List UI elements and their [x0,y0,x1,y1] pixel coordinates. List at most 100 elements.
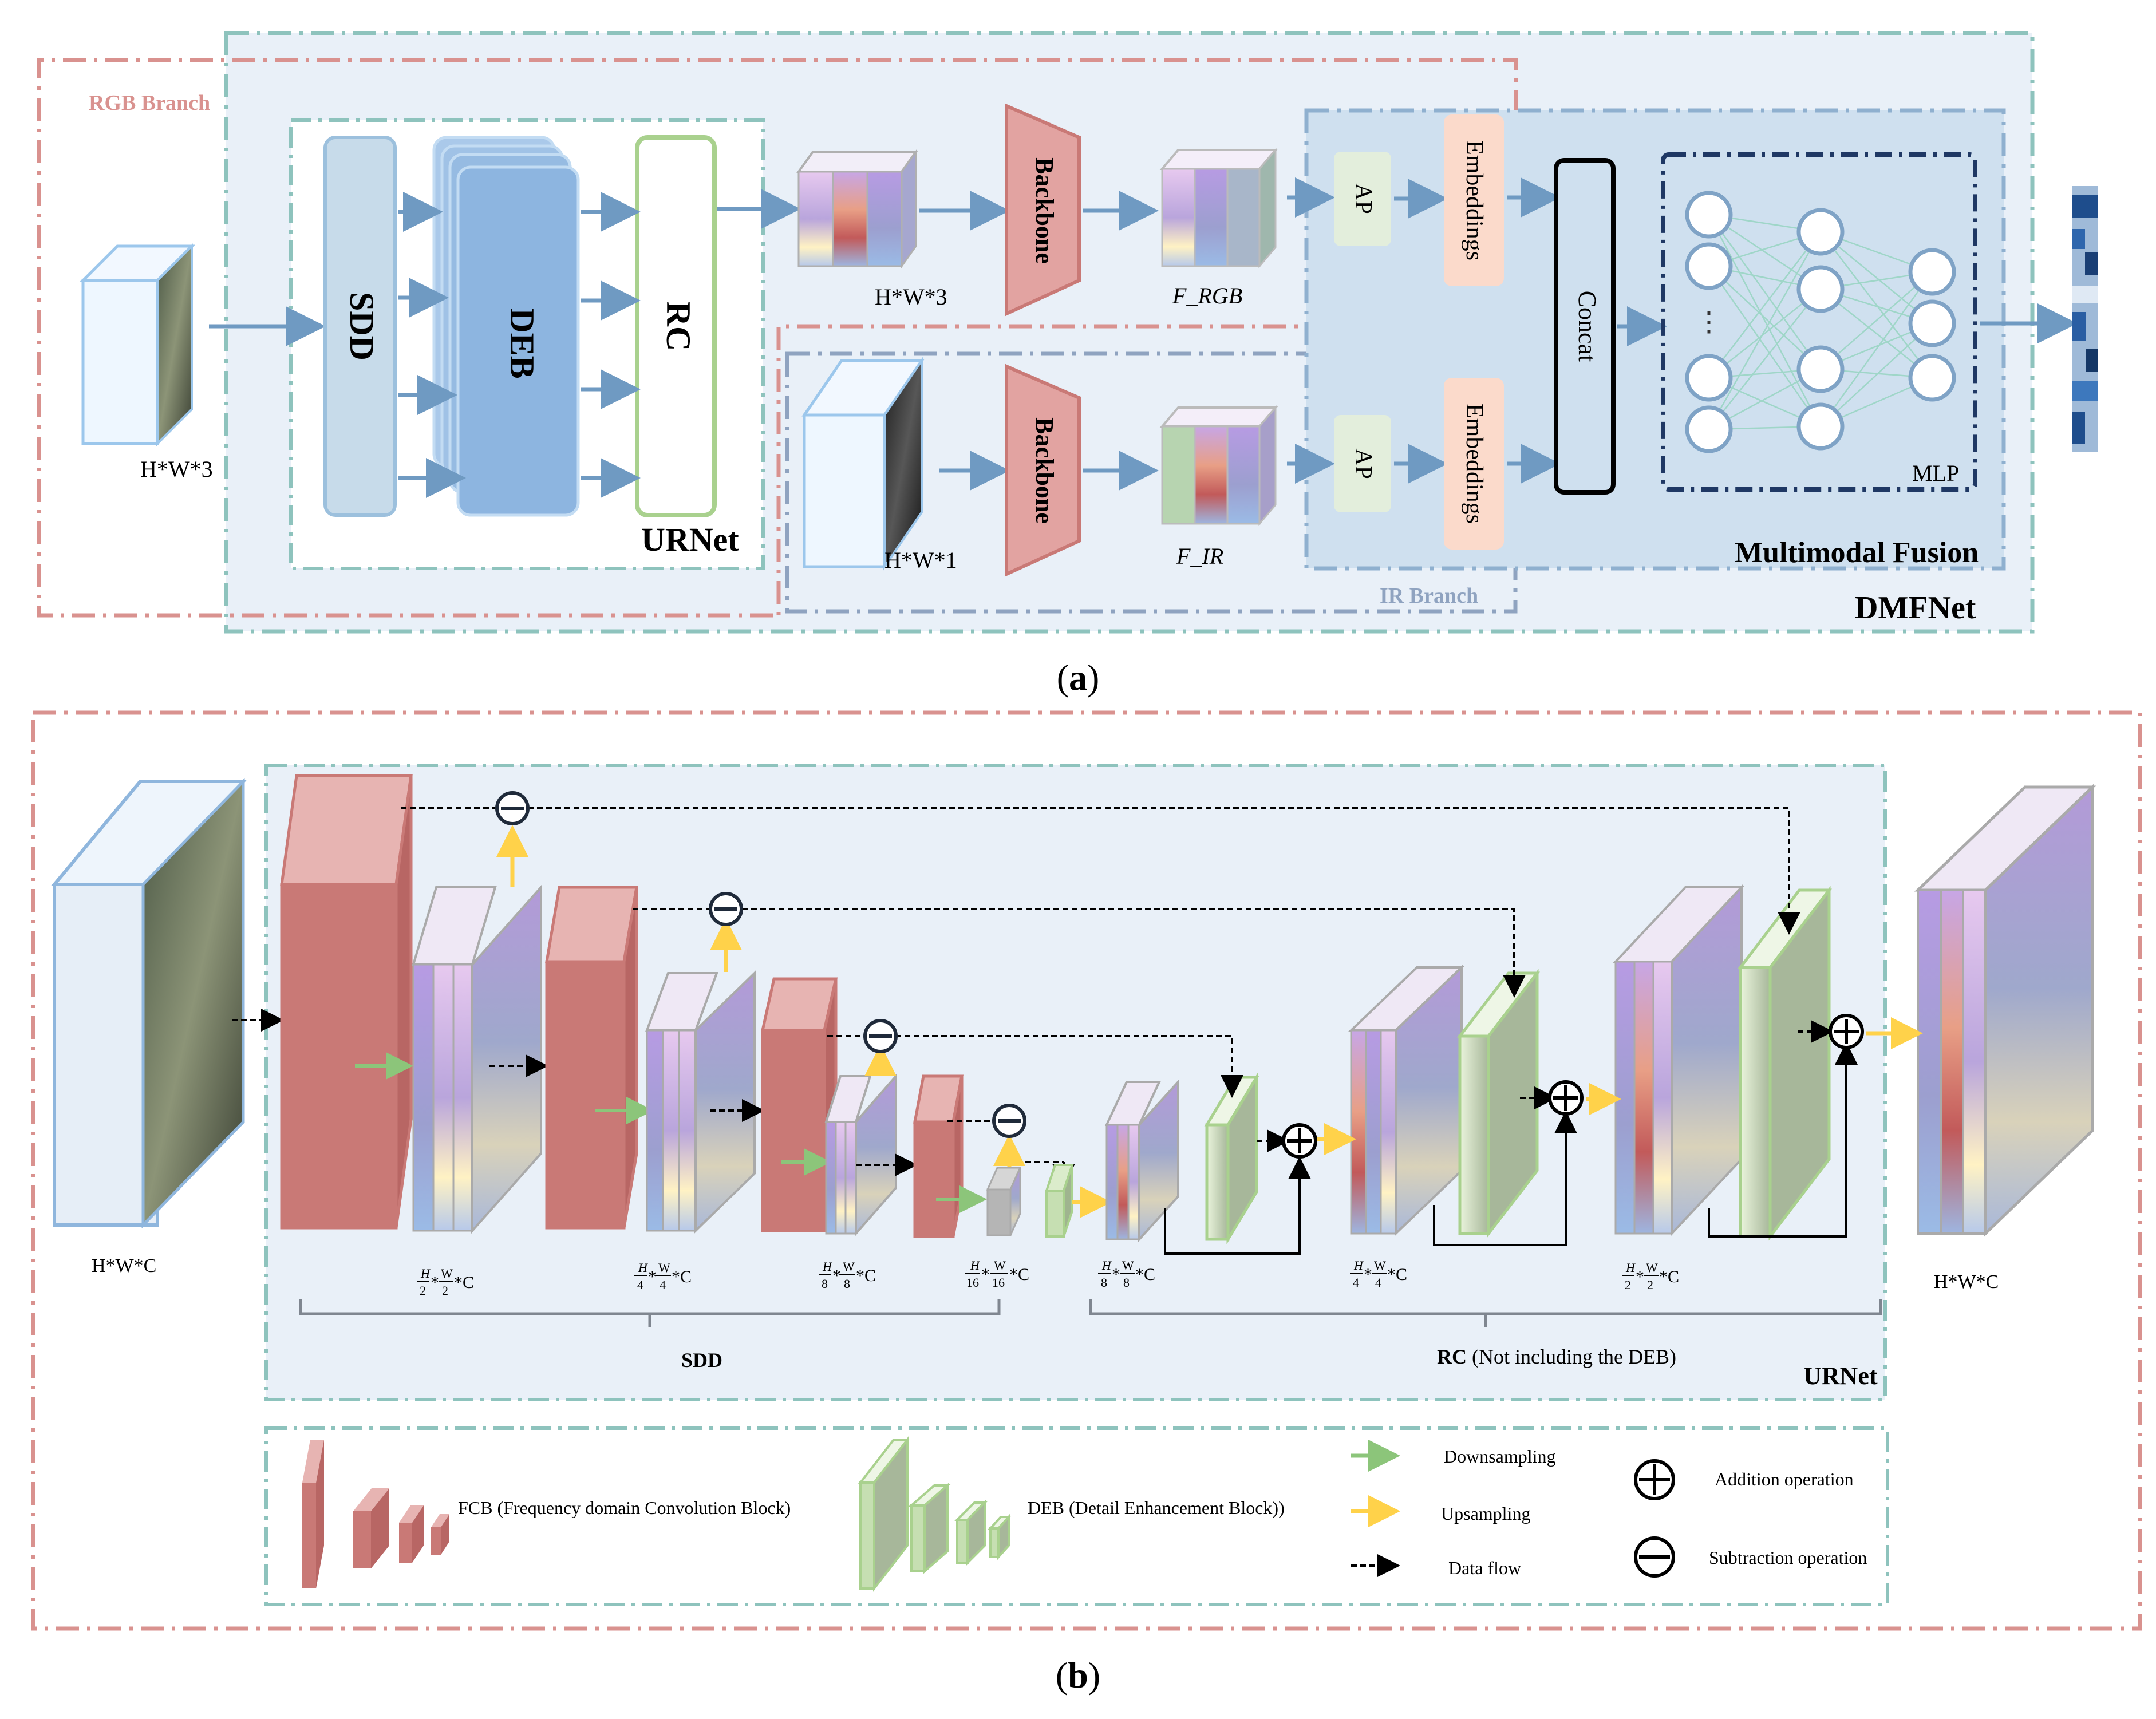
legend-addition-icon [1634,1459,1675,1500]
multimodal-fusion-label: Multimodal Fusion [1735,536,1979,569]
svg-text:2: 2 [1625,1278,1631,1292]
svg-text:W: W [843,1259,855,1274]
backbone-rgb-label: Backbone [1030,157,1059,264]
panel-b: URNet H*W*C [31,710,2142,1696]
ap-box-rgb [1334,152,1391,246]
subtraction-op-3 [863,1019,898,1053]
dim-label-2: H 4 * W 4 *C [634,1260,692,1292]
dim-label-5: H 8 * W 8 *C [1098,1258,1155,1290]
embeddings-ir-label: Embeddings [1461,404,1487,524]
dmfnet-label: DMFNet [1855,590,1976,626]
input-ir-dim: H*W*1 [884,547,957,573]
svg-text:H: H [1625,1260,1636,1275]
sdd-brace-label: SDD [681,1349,722,1372]
svg-text:*: * [431,1273,439,1292]
addition-op-1 [1282,1123,1317,1159]
embeddings-ir [1444,378,1504,550]
svg-text:H: H [1353,1258,1364,1273]
backbone-ir [1005,363,1081,577]
svg-text:8: 8 [822,1277,828,1291]
panel-a: RGB Branch IR Branch DMFNet URNet Multim… [37,31,2098,698]
fcb-block-3 [760,977,838,1232]
caption-b: (b) [1056,1655,1100,1696]
rc-block [635,135,717,517]
svg-text:4: 4 [637,1278,643,1292]
urnet-label: URNet [641,521,739,558]
dim-label-1: H 2 * W 2 *C [417,1266,474,1298]
svg-text:2: 2 [442,1283,448,1298]
output-feature-b [1914,784,2096,1237]
addition-op-2 [1548,1080,1584,1116]
mlp-ellipsis: ⋮ [1695,307,1723,337]
legend-region [264,1426,1889,1606]
svg-text:2: 2 [1647,1278,1653,1292]
feature-block-5 [1348,965,1464,1236]
mlp-label: MLP [1912,460,1959,486]
svg-text:H: H [1101,1258,1112,1273]
svg-text:H: H [822,1259,832,1274]
output-dim-b: H*W*C [1934,1271,1999,1293]
svg-text:16: 16 [992,1275,1005,1290]
fcb-block-1 [280,774,413,1230]
svg-text:4: 4 [1353,1275,1359,1290]
embeddings-rgb-label: Embeddings [1461,140,1487,260]
svg-text:*C: *C [1009,1265,1029,1284]
f-rgb-feature [1159,147,1278,269]
legend-addition-label: Addition operation [1715,1469,1854,1489]
subtraction-op-4 [992,1104,1026,1138]
fcb-block-4 [913,1074,964,1238]
feature-block-4 [1104,1078,1179,1243]
legend-deb-icon [858,1436,1012,1592]
dim-label-3: H 8 * W 8 *C [819,1259,876,1291]
f-ir-feature [1159,405,1278,527]
legend-downsampling-label: Downsampling [1444,1446,1556,1467]
deb-block-small [1045,1164,1074,1238]
feature-block-6 [1613,884,1744,1237]
fusion-region [1304,108,2006,571]
rc-label: RC [660,302,697,351]
feature-block-3 [824,1073,897,1237]
ir-branch-label: IR Branch [1380,584,1478,608]
f-rgb-label: F_RGB [1172,283,1242,309]
deb-block-1 [1204,1072,1259,1244]
svg-text:W: W [441,1266,453,1281]
deb-block [432,136,580,517]
embeddings-rgb [1444,114,1504,286]
dim-label-4: H 16 * W 16 *C [965,1258,1029,1290]
svg-text:*C: *C [454,1273,474,1292]
sdd-block [323,136,397,517]
svg-text:8: 8 [1123,1275,1130,1290]
svg-text:W: W [1122,1258,1134,1273]
subtraction-op-1 [495,791,530,825]
svg-text:W: W [1374,1258,1386,1273]
legend-subtraction-label: Subtraction operation [1709,1547,1867,1568]
svg-text:W: W [994,1258,1006,1273]
svg-text:8: 8 [1101,1275,1107,1290]
input-face-b [50,777,247,1229]
rgb-branch-label: RGB Branch [89,91,210,115]
rc-output-dim: H*W*3 [875,284,947,310]
input-rgb-image [79,243,196,446]
svg-text:*: * [832,1266,841,1285]
input-rgb-dim: H*W*3 [140,456,213,482]
f-ir-label: F_IR [1176,543,1223,569]
output-embedding-bar [2072,186,2098,452]
fcb-block-2 [545,886,638,1230]
sdd-brace [299,1299,1001,1327]
ap-rgb-label: AP [1350,183,1376,214]
svg-text:*: * [1112,1265,1120,1284]
deb-label: DEB [503,308,541,378]
svg-text:*C: *C [1387,1265,1407,1284]
rgb-branch-region [37,58,1518,618]
svg-text:*C: *C [856,1266,876,1285]
svg-text:H: H [420,1266,431,1281]
dim-label-6: H 4 * W 4 *C [1350,1258,1407,1290]
svg-text:W: W [658,1260,670,1275]
rc-output-feature [796,149,918,269]
legend-fcb-label: FCB (Frequency domain Convolution Block) [458,1497,791,1518]
caption-a: (a) [1057,657,1100,698]
addition-op-3 [1829,1014,1864,1049]
svg-text:16: 16 [966,1275,979,1290]
bottleneck-block [986,1167,1022,1236]
